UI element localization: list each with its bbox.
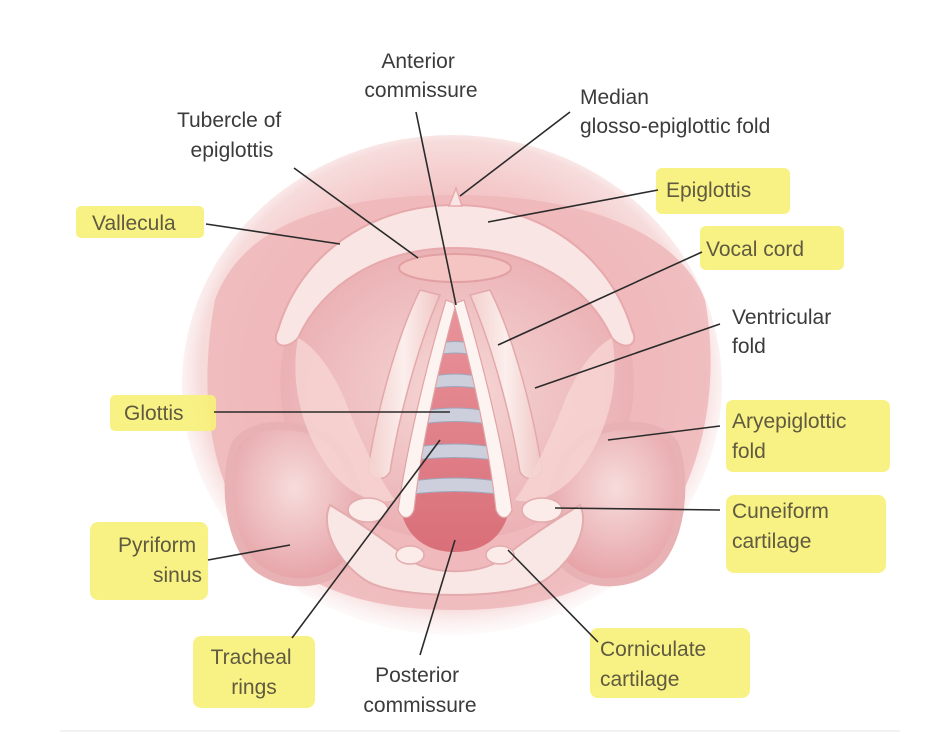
aryepiglottic-fold-right: [515, 338, 615, 502]
label-vocal-cord: Vocal cord: [706, 238, 804, 261]
leader-tubercle: [293, 167, 419, 259]
larynx-illustration: [182, 135, 722, 635]
label-cuneiform: Cuneiform cartilage: [732, 500, 835, 553]
vocal-cord-left: [397, 299, 457, 519]
vocal-cord-right: [453, 299, 513, 519]
leader-posterior-commissure: [419, 539, 456, 656]
median-fold-nub: [447, 185, 464, 207]
label-median-fold: Median glosso-epiglottic fold: [580, 86, 770, 138]
leader-epiglottis: [487, 189, 659, 223]
label-corniculate: Corniculate cartilage: [600, 638, 712, 691]
label-tubercle: Tubercle of epiglottis: [177, 109, 287, 162]
highlight-epiglottis: [656, 168, 790, 214]
label-tracheal-rings: Tracheal rings: [211, 646, 298, 699]
leader-vocal-cord: [497, 251, 703, 346]
leader-vallecula: [205, 223, 341, 245]
leader-lines: [205, 111, 721, 656]
highlight-glottis: [110, 395, 216, 431]
leader-cuneiform: [554, 507, 721, 511]
leader-anterior-commissure: [415, 111, 457, 306]
label-anterior-commissure: Anterior commissure: [364, 50, 477, 102]
leader-tracheal-rings: [291, 439, 441, 639]
label-glottis: Glottis: [124, 402, 184, 425]
highlight-pyriform: [90, 522, 208, 600]
label-pyriform: Pyriform sinus: [118, 534, 202, 587]
leader-median-fold: [459, 111, 571, 197]
label-epiglottis: Epiglottis: [666, 179, 751, 202]
epiglottic-tubercle: [398, 253, 512, 283]
highlight-marks: [76, 168, 890, 708]
corniculate-tubercle-left: [395, 545, 425, 565]
highlight-corniculate: [590, 628, 750, 698]
cuneiform-tubercle-right: [521, 497, 563, 523]
highlight-aryepiglottic-fold: [726, 400, 890, 472]
diagram-labels: Anterior commissure Median glosso-epiglo…: [92, 50, 852, 717]
highlight-cuneiform: [726, 495, 886, 573]
label-posterior-commissure: Posterior commissure: [363, 664, 476, 717]
label-vallecula: Vallecula: [92, 212, 176, 235]
label-ventricular-fold: Ventricular fold: [732, 306, 837, 358]
highlight-tracheal-rings: [193, 636, 315, 708]
label-aryepiglottic-fold: Aryepiglottic fold: [732, 410, 852, 463]
highlight-vallecula: [76, 206, 204, 238]
highlight-vocal-cord: [700, 226, 844, 270]
aryepiglottic-fold-left: [295, 338, 395, 502]
leader-pyriform: [207, 544, 291, 561]
epiglottis-fold: [274, 203, 636, 347]
corniculate-tubercle-right: [485, 545, 515, 565]
leader-aryepiglottic-fold: [607, 425, 721, 441]
leader-corniculate: [507, 549, 599, 643]
leader-ventricular-fold: [534, 323, 721, 389]
